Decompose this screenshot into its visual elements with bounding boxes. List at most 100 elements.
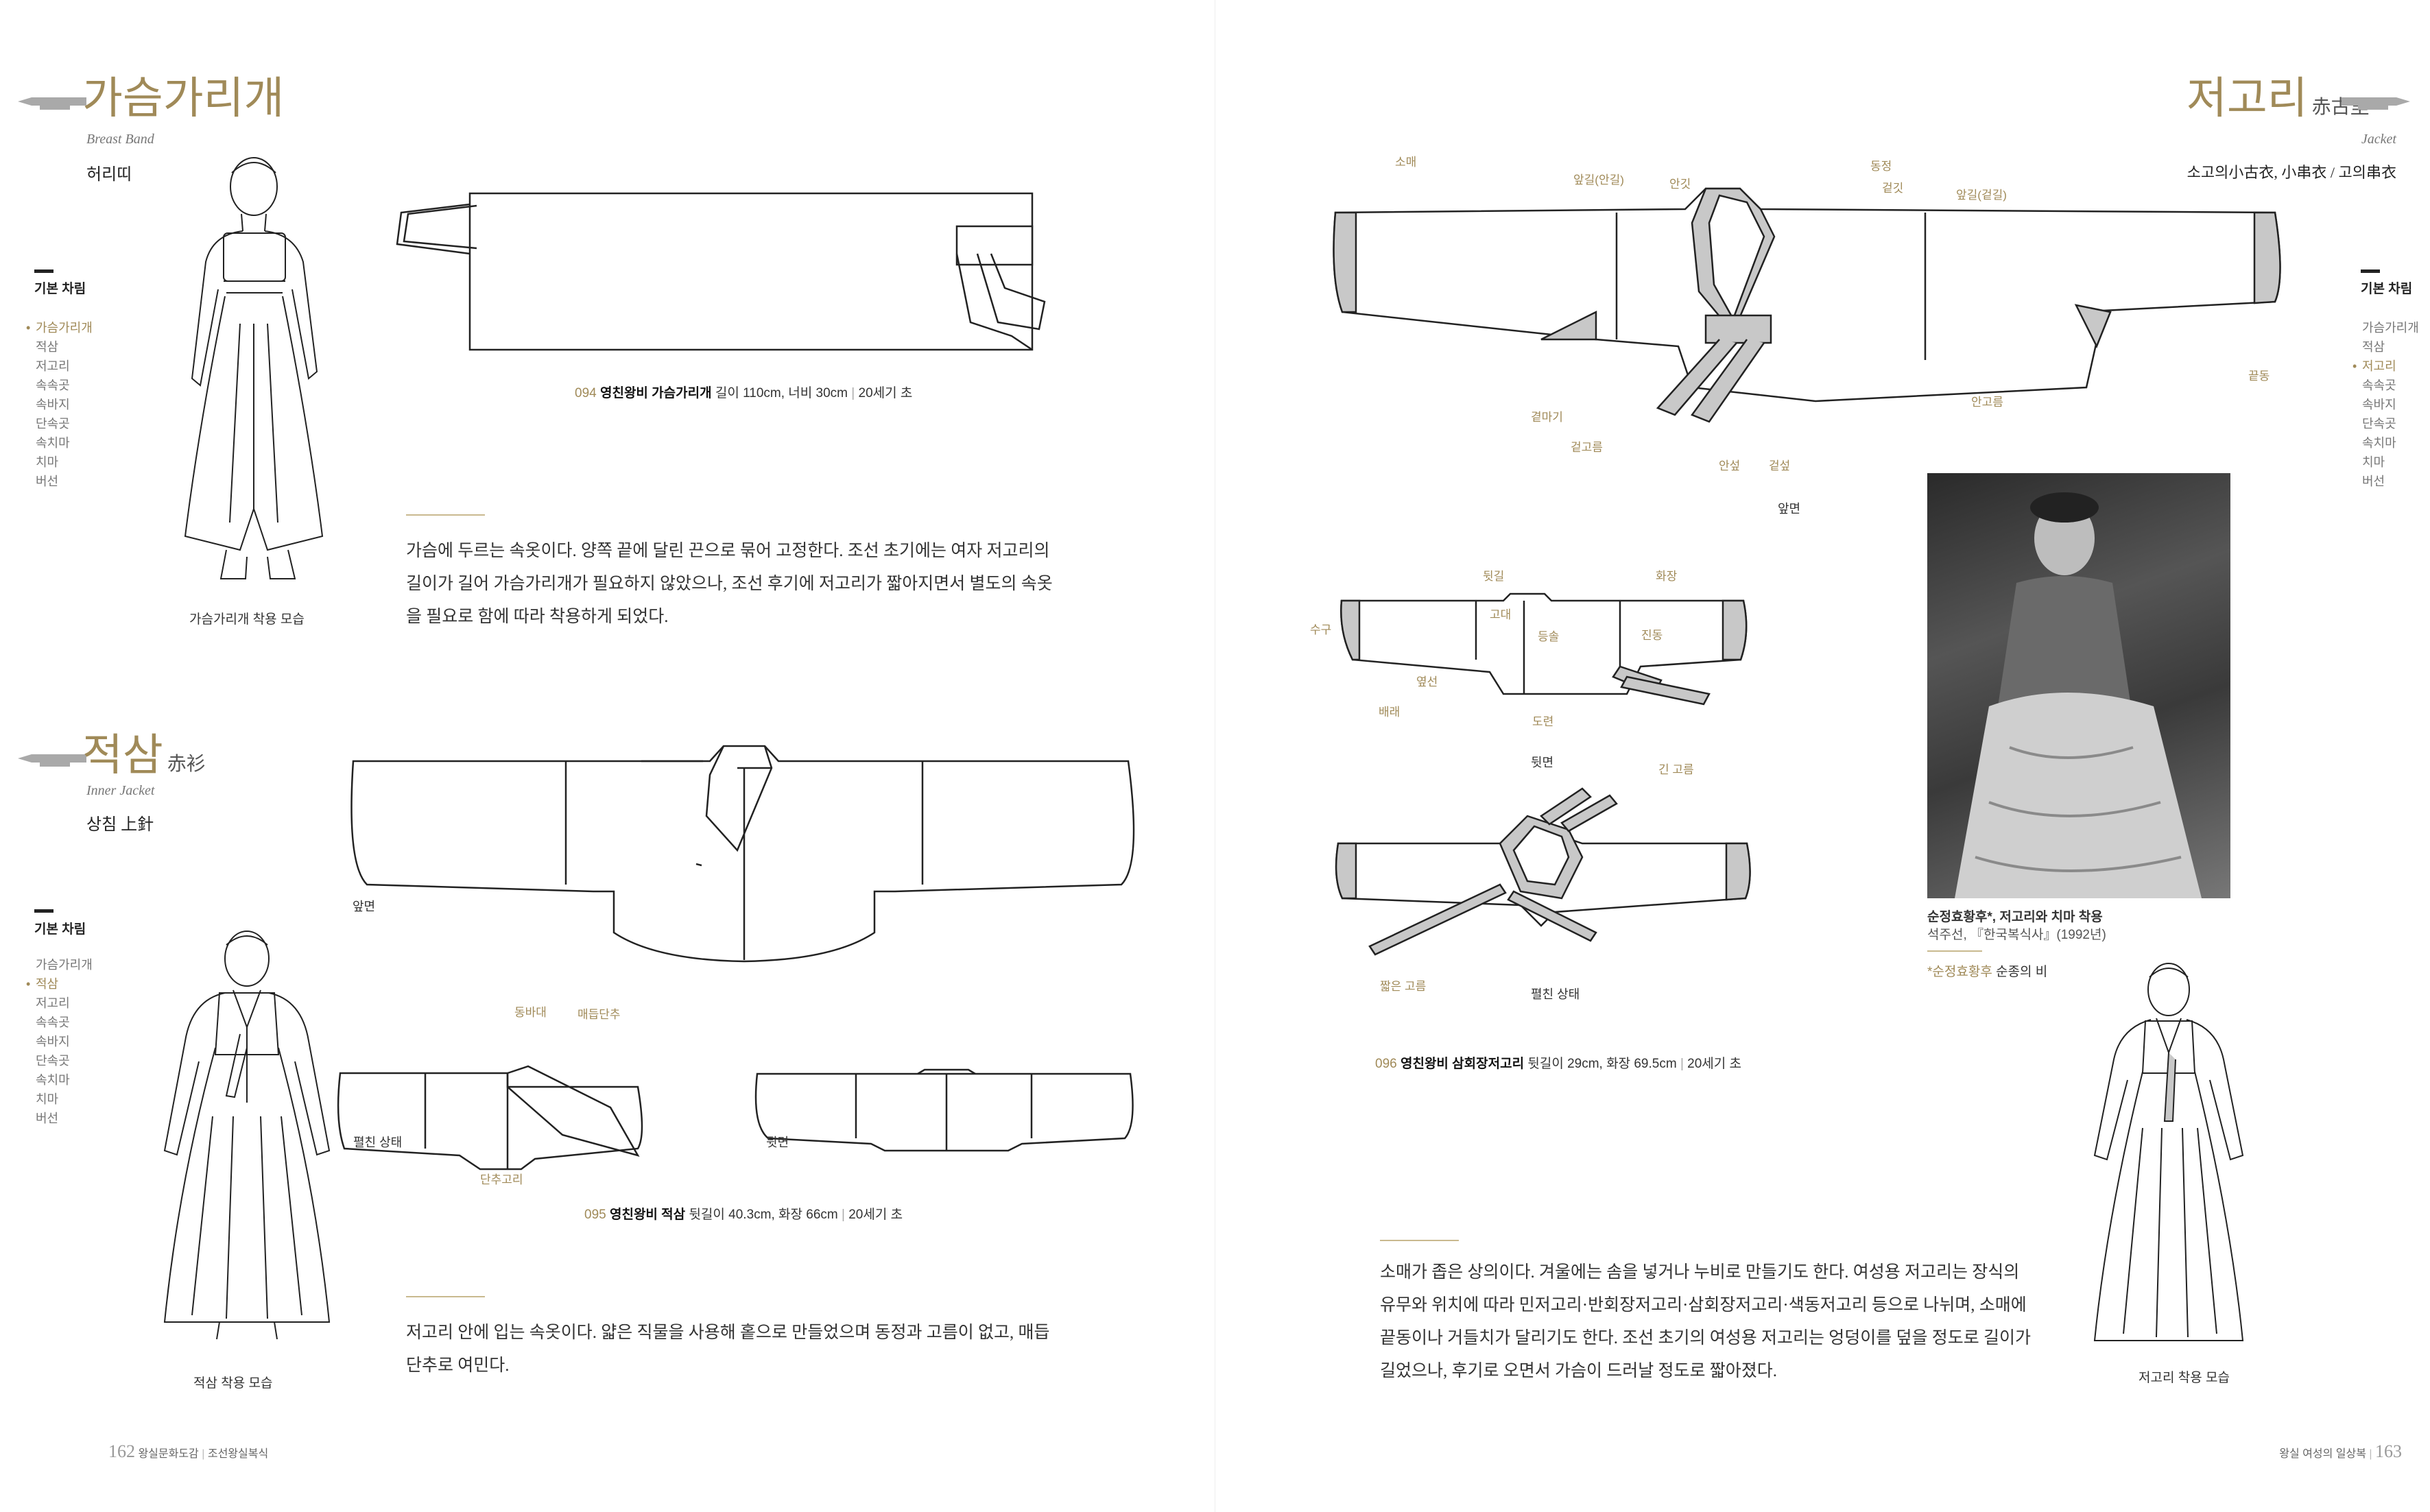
nav-item[interactable]: 치마	[2362, 455, 2385, 469]
section-name: 조선왕실복식	[207, 1448, 269, 1460]
nav-item[interactable]: 속바지	[2362, 398, 2396, 411]
nav-item[interactable]: 가슴가리개	[36, 958, 93, 972]
nav-item[interactable]: 단속곳	[2362, 417, 2396, 431]
label-button: 매듭단추	[577, 1008, 621, 1021]
item-caption-breast-band: 094 영친왕비 가슴가리개 길이 110cm, 너비 30cm | 20세기 …	[575, 383, 912, 401]
figure-illustration-jacket	[2093, 963, 2244, 1341]
text-rule	[406, 514, 485, 516]
nav-list: 가슴가리개 적삼 저고리 속속곳 속바지 단속곳 속치마 치마 버선	[26, 318, 93, 491]
nav-item[interactable]: 속속곳	[36, 1016, 70, 1029]
nav-item[interactable]: 단속곳	[36, 1054, 70, 1068]
nav-item[interactable]: 가슴가리개	[26, 318, 93, 337]
title-ornament	[2342, 97, 2410, 110]
nav-heading: 기본 차림	[34, 922, 86, 937]
caption-separator: |	[1680, 1057, 1684, 1071]
nav-item[interactable]: 저고리	[36, 359, 70, 373]
label-seam: 등솔	[1538, 630, 1560, 643]
nav-item[interactable]: 속바지	[36, 1035, 70, 1048]
label-outer-sop: 겉섶	[1769, 459, 1791, 472]
footer-separator: |	[2369, 1448, 2372, 1460]
label-collar-trim: 동정	[1870, 160, 1892, 173]
garment-illustration-inner-jacket-front	[350, 745, 1135, 963]
title-text: 저고리	[2187, 74, 2308, 123]
section-name: 왕실 여성의 일상복	[2279, 1448, 2366, 1460]
label-hem: 배래	[1379, 706, 1401, 719]
item-caption-inner-jacket: 095 영친왕비 적삼 뒷길이 40.3cm, 화장 66cm | 20세기 초	[584, 1204, 903, 1223]
item-name: 영친왕비 가슴가리개	[599, 386, 712, 400]
garment-illustration-inner-jacket-open	[337, 1065, 643, 1171]
garment-illustration-jacket-open	[1335, 787, 1751, 956]
section-title-breast-band: 가슴가리개	[82, 74, 285, 123]
footer-separator: |	[202, 1448, 205, 1460]
label-loop: 단추고리	[480, 1173, 523, 1186]
figure-caption: 저고리 착용 모습	[2139, 1371, 2230, 1385]
nav-item[interactable]: 버선	[36, 475, 59, 488]
label-collar: 겉깃	[1882, 182, 1904, 195]
nav-item[interactable]: 치마	[36, 455, 59, 469]
section-subtitle-ko: 상침 上針	[86, 816, 154, 834]
page-number: 163	[2375, 1441, 2402, 1461]
nav-list: 가슴가리개 적삼 저고리 속속곳 속바지 단속곳 속치마 치마 버선	[26, 955, 93, 1128]
nav-item[interactable]: 저고리	[2352, 357, 2419, 376]
item-number: 095	[584, 1208, 606, 1222]
section-subtitle-en: Inner Jacket	[86, 783, 155, 798]
nav-item[interactable]: 속바지	[36, 398, 70, 411]
nav-item[interactable]: 저고리	[36, 996, 70, 1010]
nav-item[interactable]: 적삼	[2362, 340, 2385, 354]
nav-item[interactable]: 속치마	[36, 1073, 70, 1087]
view-label-back: 뒷면	[766, 1136, 789, 1149]
nav-bar	[34, 909, 53, 913]
item-number: 096	[1375, 1057, 1397, 1071]
nav-bar	[34, 269, 53, 273]
historic-photo	[1927, 473, 2230, 898]
label-armpit: 곁마기	[1531, 411, 1563, 424]
nav-item[interactable]: 적삼	[26, 974, 93, 994]
garment-illustration-jacket-back	[1340, 592, 1748, 706]
nav-item[interactable]: 버선	[2362, 475, 2385, 488]
section-subtitle-ko: 소고의小古衣, 小串衣 / 고의串衣	[2187, 164, 2396, 181]
label-front-right: 앞길(겉길)	[1956, 189, 2007, 202]
photo-caption-source: 석주선, 『한국복식사』(1992년)	[1927, 928, 2106, 942]
label-front-left: 앞길(안길)	[1573, 173, 1624, 187]
garment-illustration-jacket-front	[1333, 187, 2281, 423]
nav-item[interactable]: 가슴가리개	[2362, 321, 2419, 335]
nav-item[interactable]: 치마	[36, 1092, 59, 1106]
photo-note: *순정효황후 순종의 비	[1927, 961, 2047, 980]
figure-illustration-breast-band	[184, 157, 324, 579]
nav-item[interactable]: 버선	[36, 1112, 59, 1125]
left-page: 가슴가리개 Breast Band 허리띠 기본 차림 가슴가리개 적삼 저고리…	[0, 0, 1215, 1512]
body-text-inner-jacket: 저고리 안에 입는 속옷이다. 얇은 직물을 사용해 홑으로 만들었으며 동정과…	[406, 1323, 1050, 1375]
nav-item[interactable]: 속속곳	[2362, 379, 2396, 392]
title-hanja: 赤衫	[167, 754, 206, 775]
nav-heading: 기본 차림	[2361, 282, 2413, 296]
view-label-open: 펼친 상태	[353, 1136, 403, 1149]
label-bottom: 도련	[1532, 715, 1554, 728]
nav-item[interactable]: 속치마	[2362, 436, 2396, 450]
body-text-jacket: 소매가 좁은 상의이다. 겨울에는 솜을 넣거나 누비로 만들기도 한다. 여성…	[1380, 1263, 2032, 1380]
view-caption-open: 펼친 상태	[1531, 987, 1580, 1001]
nav-item[interactable]: 단속곳	[36, 417, 70, 431]
photo-note-rule	[1927, 950, 1982, 952]
label-sleeve-length: 화장	[1656, 570, 1678, 583]
label-back-length: 뒷길	[1483, 570, 1505, 583]
nav-item[interactable]: 적삼	[36, 340, 59, 354]
text-rule	[406, 1296, 485, 1297]
item-number: 094	[575, 386, 597, 400]
label-inner-tie: 안고름	[1971, 396, 2003, 409]
section-subtitle-en: Breast Band	[86, 132, 154, 147]
page-footer-right: 왕실 여성의 일상복 | 163	[2176, 1441, 2402, 1462]
nav-item[interactable]: 속치마	[36, 436, 70, 450]
nav-item[interactable]: 속속곳	[36, 379, 70, 392]
item-dimensions: 뒷길이 29cm, 화장 69.5cm	[1527, 1057, 1677, 1071]
view-label-front: 앞면	[353, 900, 376, 913]
page-number: 162	[108, 1441, 135, 1461]
photo-subject	[1955, 492, 2202, 898]
label-shoulder: 진동	[1641, 629, 1663, 642]
item-name: 영친왕비 적삼	[609, 1208, 686, 1222]
item-name: 영친왕비 삼회장저고리	[1400, 1057, 1525, 1071]
label-cuff: 끝동	[2248, 370, 2270, 383]
label-short-tie: 짧은 고름	[1380, 980, 1427, 993]
book-title: 왕실문화도감	[138, 1448, 199, 1460]
